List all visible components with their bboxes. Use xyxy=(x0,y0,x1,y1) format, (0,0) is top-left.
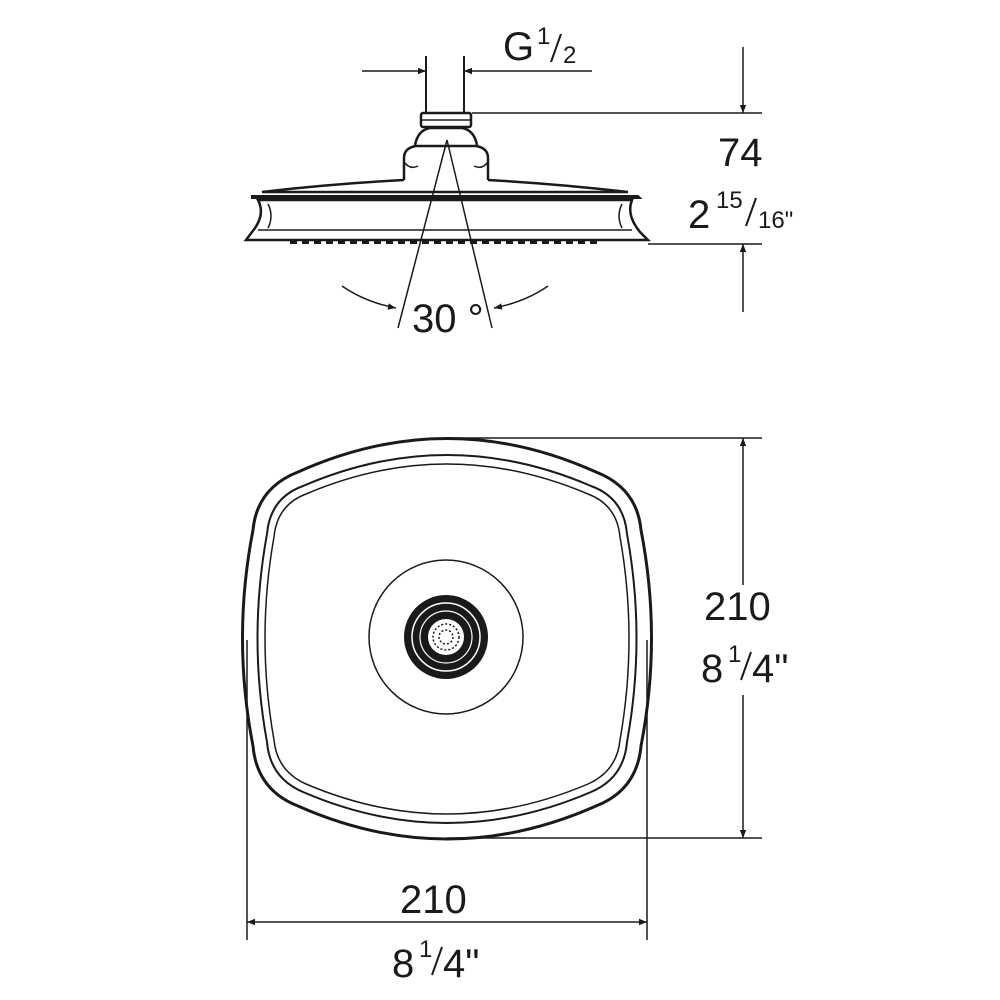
depth-dimension: 210 8 1 4" xyxy=(447,437,798,839)
side-view: G 1 2 74 2 15 16" 30 ° xyxy=(243,23,793,341)
thread-denominator: 2 xyxy=(563,42,576,69)
height-mm-label: 74 xyxy=(718,131,763,175)
width-dimension: 210 8 1 4" xyxy=(246,640,648,986)
thread-dimension: G 1 2 xyxy=(362,23,592,75)
top-view: 210 8 1 4" 210 8 1 4" xyxy=(241,437,798,986)
shower-head-top-outline xyxy=(241,437,653,841)
width-inch-numerator: 1 xyxy=(419,936,432,963)
height-inch-numerator: 15 xyxy=(716,187,743,214)
height-inch-whole: 2 xyxy=(688,193,710,237)
depth-mm-label: 210 xyxy=(704,585,771,629)
width-inch-denominator: 4" xyxy=(443,942,479,986)
height-dimension: 74 2 15 16" xyxy=(472,47,793,312)
thread-prefix: G xyxy=(503,25,534,69)
width-inch-whole: 8 xyxy=(392,942,414,986)
depth-inch-denominator: 4" xyxy=(752,647,788,691)
thread-numerator: 1 xyxy=(537,23,550,50)
shower-head-side-profile xyxy=(243,56,652,244)
angle-label: 30 ° xyxy=(412,297,484,341)
depth-inch-numerator: 1 xyxy=(728,641,741,668)
depth-inch-whole: 8 xyxy=(701,647,723,691)
width-mm-label: 210 xyxy=(400,878,467,922)
connector-center xyxy=(368,559,524,715)
angle-dimension: 30 ° xyxy=(341,139,549,341)
height-inch-denominator: 16" xyxy=(758,207,793,234)
